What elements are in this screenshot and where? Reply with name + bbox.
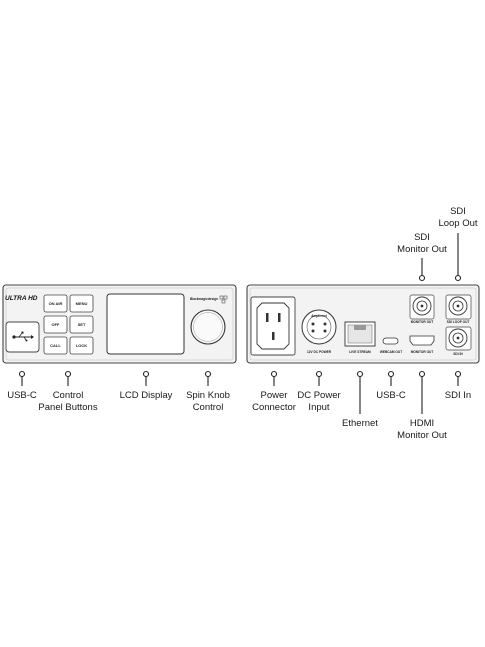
- callout-power-connector: Power Connector: [252, 390, 296, 413]
- leader-dc-power: [315, 370, 323, 386]
- sdi-loop-label: SDI LOOP OUT: [447, 320, 470, 324]
- front-panel: ULTRA HD ON AIR MENU: [2, 284, 237, 364]
- dc-power-input: Amphenol 12V DC POWER: [301, 309, 337, 354]
- callout-sdi-monitor-out: SDI Monitor Out: [397, 232, 447, 255]
- button-on-air[interactable]: ON AIR: [43, 294, 68, 313]
- callout-leaders: [18, 233, 462, 414]
- callout-sdi-in: SDI In: [444, 390, 472, 401]
- lcd-display: [106, 293, 185, 355]
- webcam-out-label: WEBCAM OUT: [380, 350, 402, 354]
- leader-ethernet: [356, 370, 364, 414]
- leader-control-panel: [64, 370, 72, 386]
- callout-control-panel-buttons: Control Panel Buttons: [38, 390, 98, 413]
- button-set[interactable]: SET: [69, 315, 94, 334]
- control-panel-buttons: ON AIR MENU OFF SET CALL LOCK: [43, 294, 94, 355]
- button-menu[interactable]: MENU: [69, 294, 94, 313]
- usb-c-rear-port: WEBCAM OUT: [380, 337, 402, 354]
- button-set-label: SET: [78, 322, 86, 327]
- hdmi-monitor-port: MONITOR OUT: [409, 335, 435, 354]
- button-lock-label: LOCK: [76, 343, 87, 348]
- button-call[interactable]: CALL: [43, 336, 68, 355]
- live-stream-label: LIVE STREAM: [349, 350, 371, 354]
- callout-dc-power-input: DC Power Input: [297, 390, 341, 413]
- callout-usb-c-rear: USB-C: [376, 390, 406, 401]
- dc-power-label: 12V DC POWER: [307, 350, 332, 354]
- callout-lcd-display: LCD Display: [119, 390, 173, 401]
- button-menu-label: MENU: [76, 301, 88, 306]
- rear-panel: Amphenol 12V DC POWER LIVE STREAM WEBCAM…: [246, 284, 480, 364]
- leader-sdi-in: [454, 370, 462, 386]
- usb-c-front-port: [5, 321, 40, 353]
- button-lock[interactable]: LOCK: [69, 336, 94, 355]
- usb-icon: [12, 331, 34, 342]
- leader-usb-c-front: [18, 370, 26, 386]
- callout-usb-c-front: USB-C: [7, 390, 37, 401]
- leader-sdi-loop: [454, 233, 462, 282]
- spin-knob[interactable]: [190, 309, 226, 345]
- brand-label: Blackmagicdesign: [190, 297, 218, 301]
- callout-spin-knob: Spin Knob Control: [186, 390, 230, 413]
- button-call-label: CALL: [50, 343, 61, 348]
- leader-lcd: [142, 370, 150, 386]
- sdi-monitor-port: MONITOR OUT: [409, 294, 435, 324]
- button-off[interactable]: OFF: [43, 315, 68, 334]
- brand-logo-icon: [219, 295, 228, 304]
- leader-sdi-monitor: [418, 258, 426, 282]
- leader-hdmi-monitor: [418, 370, 426, 414]
- leader-spin-knob: [204, 370, 212, 386]
- button-on-air-label: ON AIR: [49, 301, 63, 306]
- sdi-loop-port: SDI LOOP OUT: [445, 294, 472, 324]
- ultrahd-logo: ULTRA HD: [5, 295, 38, 302]
- power-connector: [250, 296, 296, 356]
- sdi-in-label: SDI IN: [453, 352, 463, 356]
- button-off-label: OFF: [52, 322, 61, 327]
- callout-sdi-loop-out: SDI Loop Out: [438, 206, 478, 229]
- ethernet-port: LIVE STREAM: [344, 321, 376, 354]
- hdmi-monitor-label: MONITOR OUT: [411, 350, 434, 354]
- leader-usb-c-rear: [387, 370, 395, 386]
- callout-hdmi-monitor-out: HDMI Monitor Out: [397, 418, 447, 441]
- callout-ethernet: Ethernet: [342, 418, 378, 429]
- sdi-in-port: SDI IN: [445, 326, 472, 356]
- sdi-monitor-label: MONITOR OUT: [411, 320, 434, 324]
- dc-brand-label: Amphenol: [311, 314, 327, 318]
- leader-power: [270, 370, 278, 386]
